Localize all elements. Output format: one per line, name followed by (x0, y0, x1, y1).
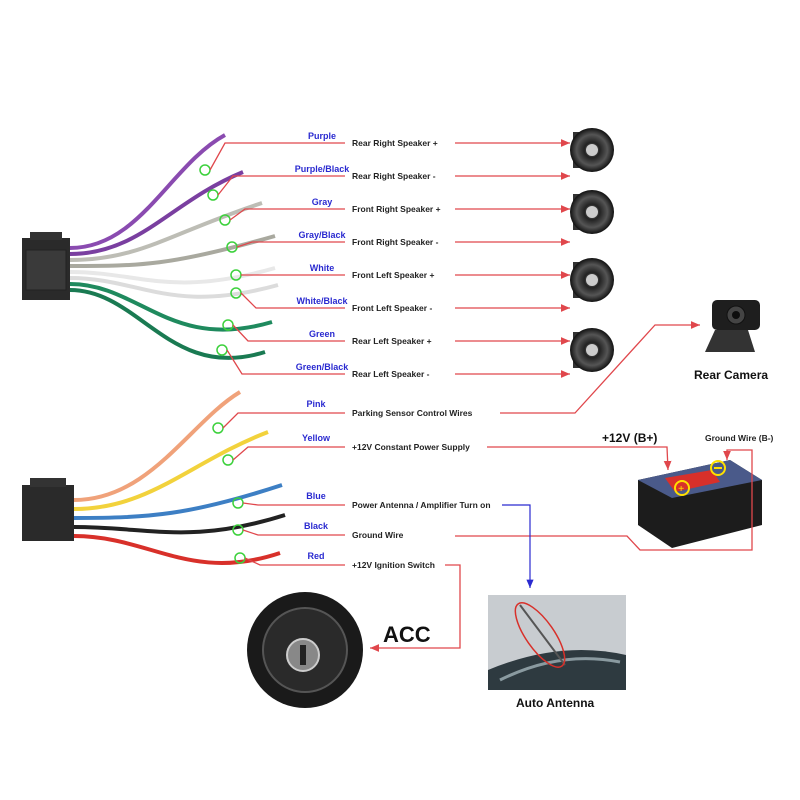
wire (69, 266, 276, 285)
wire-color-label: Purple/Black (295, 164, 351, 174)
acc-connection-line (370, 564, 461, 652)
wire-function-label: Rear Left Speaker + (352, 336, 432, 346)
label-line (244, 557, 345, 566)
wire-color-label: White (310, 263, 335, 273)
antenna-label: Auto Antenna (516, 696, 595, 710)
wire-marker-circle (222, 454, 234, 466)
ground-connection-line (455, 449, 753, 551)
wire-function-label: Rear Left Speaker - (352, 369, 430, 379)
label-line (222, 412, 345, 429)
wire-color-label: Black (304, 521, 329, 531)
speaker-icon (570, 128, 614, 172)
battery-positive-label: +12V (B+) (602, 431, 657, 445)
label-line (232, 324, 345, 342)
wire-color-label: Green (309, 329, 335, 339)
speaker-icon (570, 328, 614, 372)
wire-function-label: Front Left Speaker + (352, 270, 434, 280)
wire-color-label: Gray/Black (298, 230, 346, 240)
wire (69, 288, 266, 360)
positive-connection-line (487, 446, 672, 471)
wire-color-label: Gray (312, 197, 333, 207)
wire-function-label: Ground Wire (352, 530, 404, 540)
label-line (242, 529, 345, 536)
label-line (240, 292, 345, 309)
label-line (242, 502, 345, 506)
label-line (229, 208, 345, 221)
wire-function-label: Rear Right Speaker + (352, 138, 438, 148)
wire-function-label: Front Right Speaker - (352, 237, 439, 247)
wire (69, 133, 226, 250)
wire-color-label: Green/Black (296, 362, 350, 372)
wire (69, 282, 273, 332)
wire-marker-circle (207, 189, 219, 201)
svg-text:+: + (678, 483, 684, 495)
wire (73, 534, 281, 565)
wire-function-label: +12V Ignition Switch (352, 560, 435, 570)
battery: + (638, 460, 762, 548)
wire-function-label: Front Left Speaker - (352, 303, 432, 313)
rear-camera-label: Rear Camera (694, 368, 768, 382)
auto-antenna-photo (488, 595, 626, 690)
wire-function-label: Power Antenna / Amplifier Turn on (352, 500, 491, 510)
wire-color-label: Purple (308, 131, 336, 141)
label-line (209, 142, 345, 171)
wire-function-label: Front Right Speaker + (352, 204, 441, 214)
speaker-icon (570, 190, 614, 234)
label-line (236, 241, 345, 248)
wire-color-label: Red (307, 551, 324, 561)
wire-color-label: White/Black (296, 296, 348, 306)
camera-connection-line (500, 321, 700, 414)
wire (73, 390, 242, 502)
label-line (217, 175, 345, 196)
label-line (232, 446, 345, 461)
wire-function-label: +12V Constant Power Supply (352, 442, 470, 452)
wire-marker-circle (199, 164, 211, 176)
wire-function-label: Parking Sensor Control Wires (352, 408, 473, 418)
wire-color-label: Blue (306, 491, 326, 501)
power-harness-connector (22, 478, 74, 541)
wire (73, 513, 286, 535)
wire-color-label: Yellow (302, 433, 331, 443)
ignition-switch-photo (247, 592, 363, 708)
speaker-harness-connector (22, 232, 70, 300)
antenna-connection-line (502, 504, 534, 588)
label-line (226, 349, 345, 375)
wire-function-label: Rear Right Speaker - (352, 171, 436, 181)
battery-negative-label: Ground Wire (B-) (705, 433, 774, 443)
wire (73, 483, 283, 520)
speaker-icon (570, 258, 614, 302)
rear-camera (705, 300, 760, 352)
wire (69, 170, 244, 256)
wire-color-label: Pink (306, 399, 326, 409)
wire (69, 201, 263, 262)
acc-label: ACC (383, 622, 431, 647)
wire-marker-circle (212, 422, 224, 434)
wire (73, 430, 269, 511)
wire-marker-circle (216, 344, 228, 356)
